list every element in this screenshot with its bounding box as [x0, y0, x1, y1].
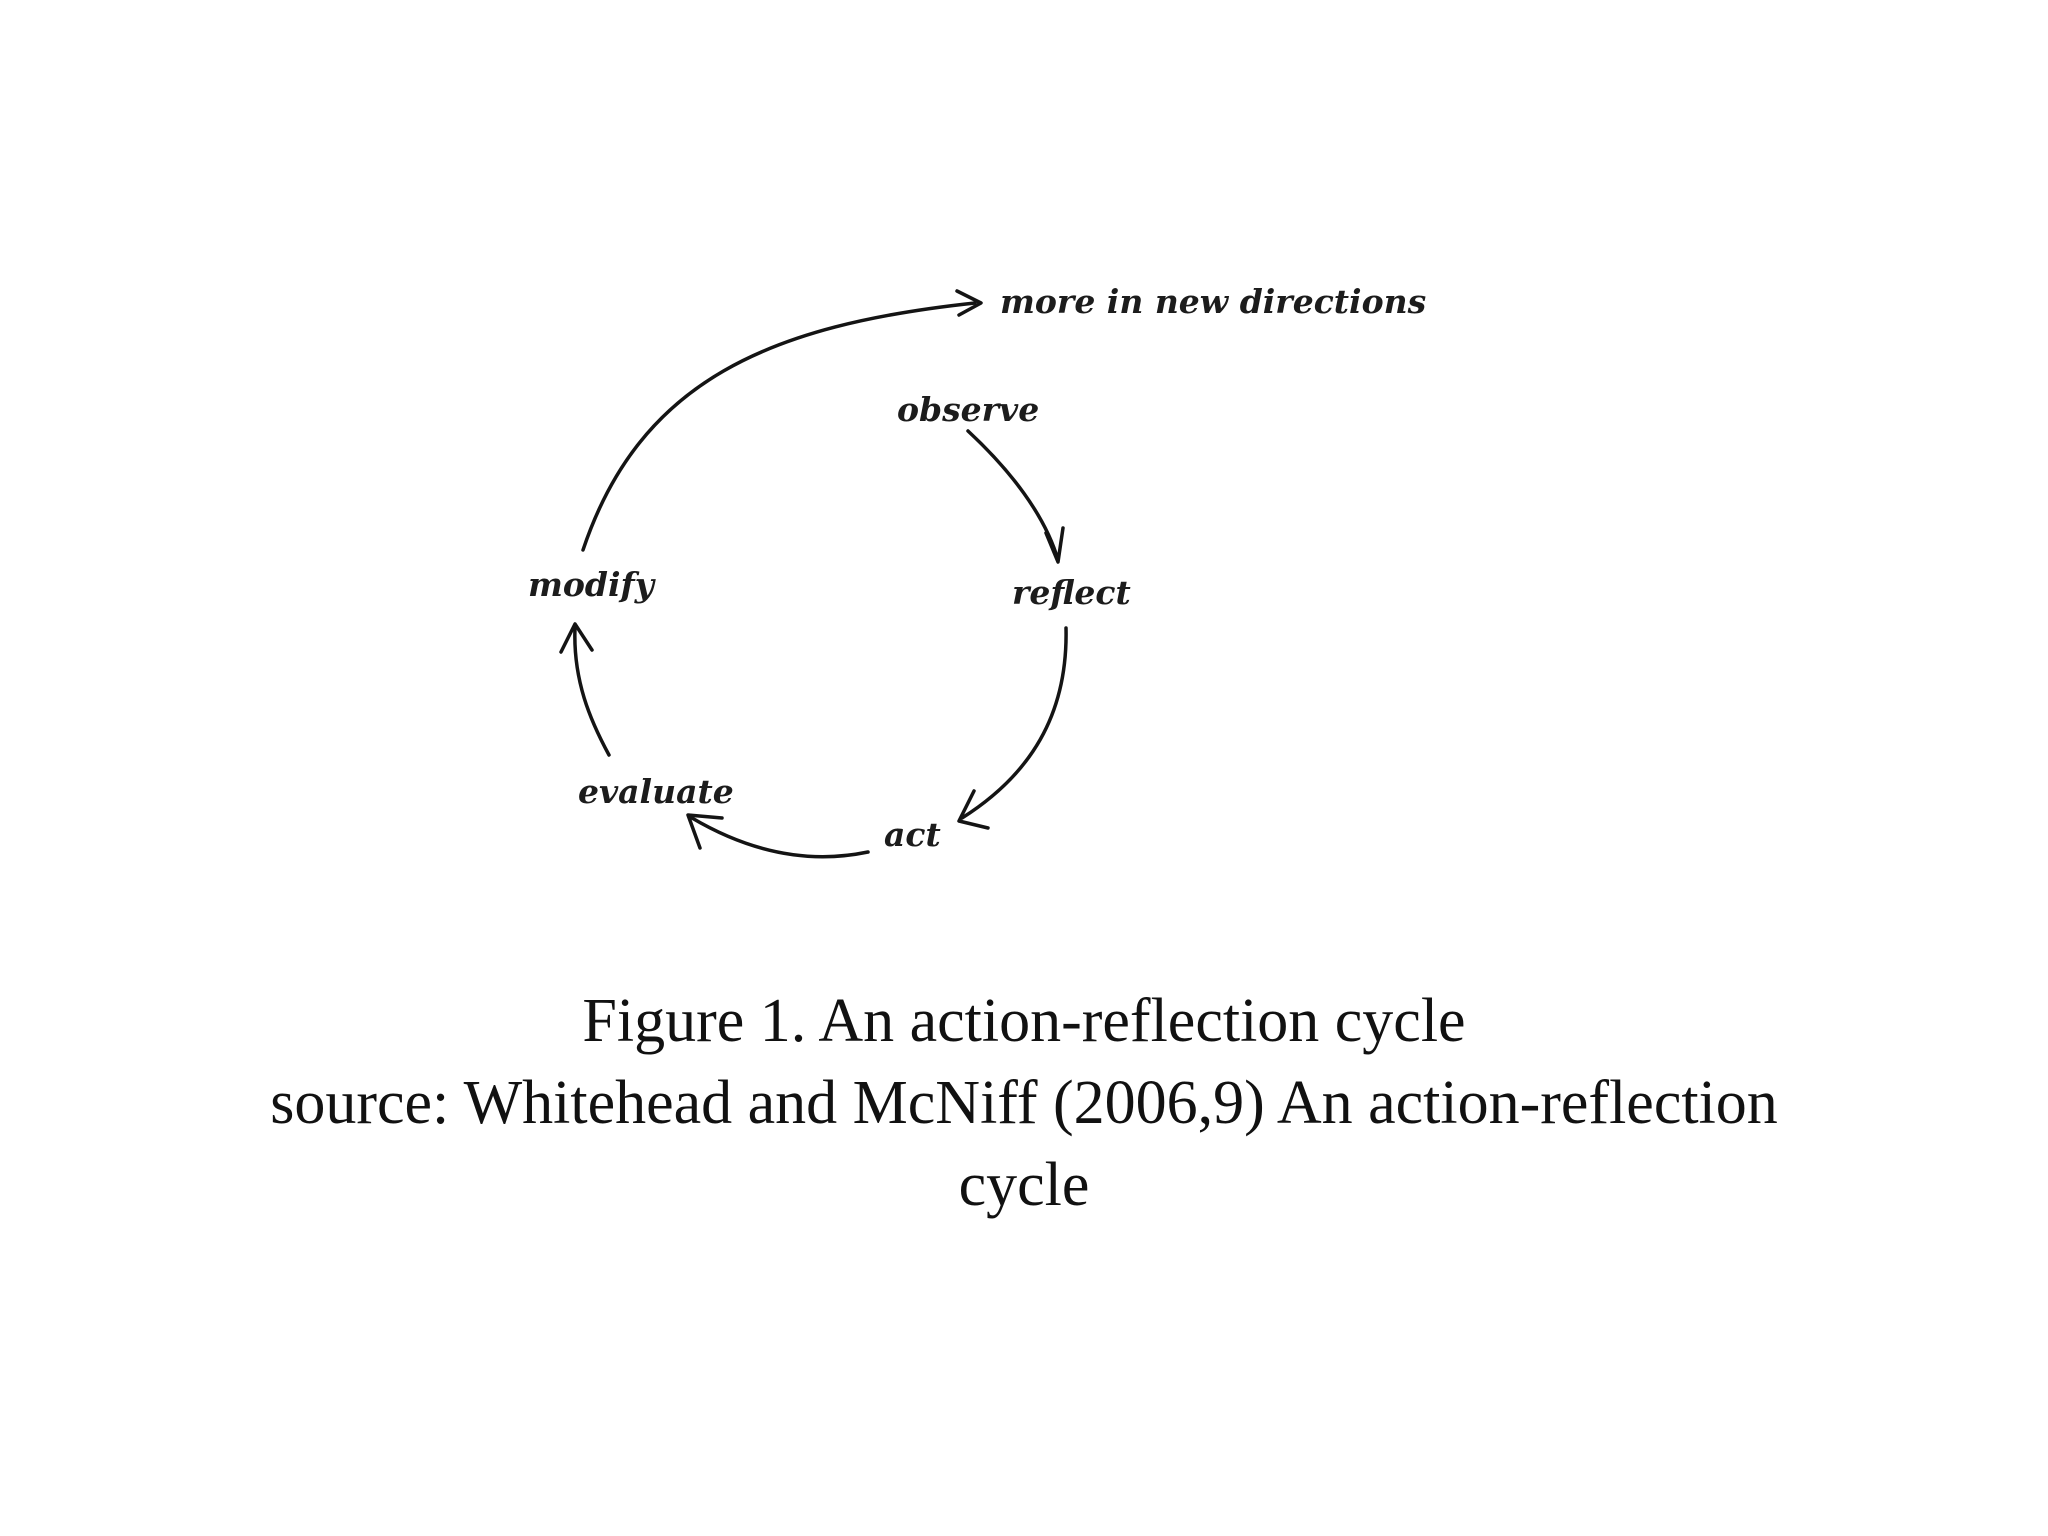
node-evaluate: evaluate	[578, 772, 734, 811]
edge-observe-to-reflect-line	[966, 429, 1060, 562]
edge-observe-to-reflect	[966, 429, 1065, 564]
edge-act-to-evaluate-line	[690, 816, 870, 859]
node-modify: modify	[528, 565, 657, 604]
edge-observe-to-reflect-arrowhead	[1044, 526, 1065, 564]
edge-reflect-to-act	[957, 626, 1068, 830]
caption-line-2: source: Whitehead and McNiff (2006,9) An…	[270, 1069, 1778, 1137]
edge-modify-to-more-in-new-directions	[581, 289, 983, 552]
figure-caption: Figure 1. An action-reflection cycle sou…	[0, 980, 2048, 1226]
node-more-in-new-directions: more in new directions	[1000, 282, 1426, 321]
edge-evaluate-to-modify-line	[573, 626, 611, 757]
caption-line-1: Figure 1. An action-reflection cycle	[582, 987, 1466, 1055]
edge-reflect-to-act-arrowhead	[957, 789, 990, 830]
edge-evaluate-to-modify	[559, 622, 611, 757]
node-reflect: reflect	[1012, 573, 1131, 612]
edge-reflect-to-act-line	[960, 626, 1068, 820]
edge-modify-to-more-in-new-directions-arrowhead	[955, 289, 983, 317]
edge-evaluate-to-modify-arrowhead	[559, 622, 594, 654]
node-act: act	[884, 815, 941, 854]
edge-modify-to-more-in-new-directions-line	[581, 301, 977, 552]
caption-line-3: cycle	[958, 1151, 1090, 1219]
node-observe: observe	[897, 390, 1039, 429]
edge-act-to-evaluate-arrowhead	[686, 813, 724, 850]
edge-act-to-evaluate	[686, 813, 870, 859]
